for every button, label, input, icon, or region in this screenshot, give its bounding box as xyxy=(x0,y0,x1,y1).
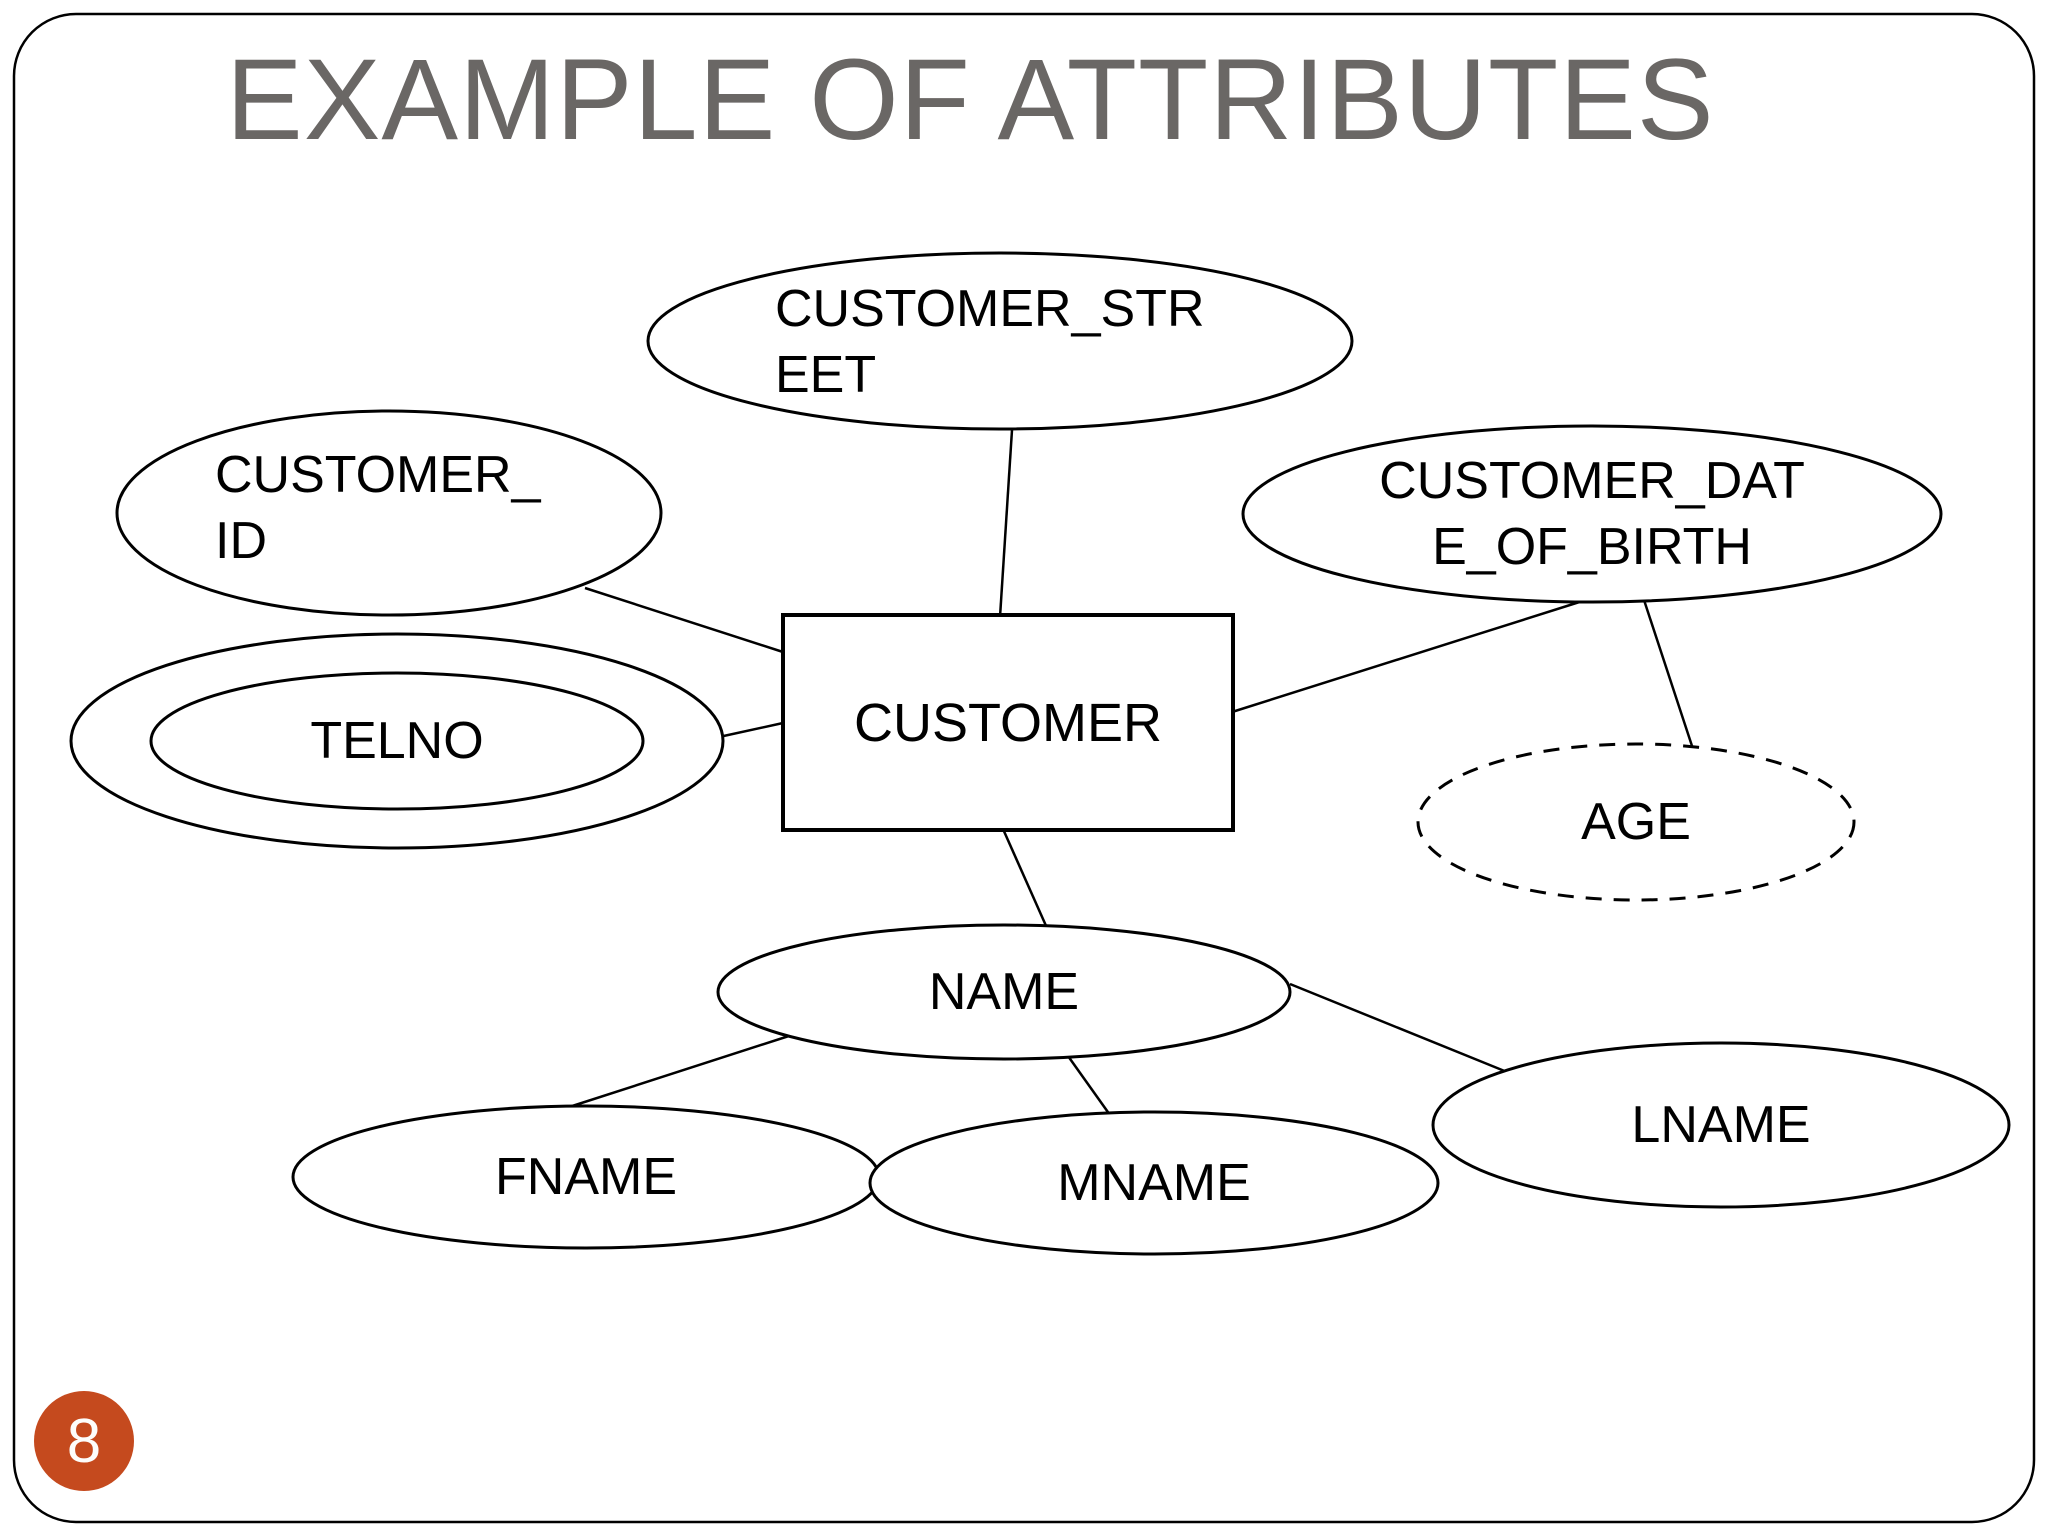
ellipse-lname xyxy=(1431,1041,2011,1209)
edge-telno-to-customer xyxy=(718,721,784,739)
ellipse-name xyxy=(716,923,1292,1061)
attribute-age-label: AGE xyxy=(1581,793,1691,851)
ellipse-mname xyxy=(868,1110,1440,1256)
page-number-badge: 8 xyxy=(34,1391,134,1491)
ellipse-age-derived xyxy=(1416,742,1856,902)
attribute-customer-id-label: CUSTOMER_ ID xyxy=(215,446,541,570)
ellipse-customer-street xyxy=(646,251,1354,431)
attribute-telno-label: TELNO xyxy=(310,712,484,770)
ellipse-telno-inner xyxy=(149,671,645,811)
edge-customer-to-name xyxy=(1001,828,1049,929)
attribute-customer-street-label: CUSTOMER_STR EET xyxy=(775,280,1205,404)
page-number: 8 xyxy=(66,1406,102,1476)
slide-title: EXAMPLE OF ATTRIBUTES xyxy=(226,36,1715,164)
ellipse-customer-date-of-birth xyxy=(1241,424,1943,604)
edge-name-to-fname xyxy=(565,1033,793,1110)
attribute-lname-label: LNAME xyxy=(1631,1096,1811,1154)
edge-customer-id-to-customer xyxy=(584,586,784,654)
attribute-fname-label: FNAME xyxy=(495,1148,677,1206)
edge-date-of-birth-to-age xyxy=(1642,599,1695,750)
edge-name-to-lname xyxy=(1289,982,1508,1074)
attribute-mname-label: MNAME xyxy=(1057,1154,1251,1212)
attribute-name-label: NAME xyxy=(928,963,1080,1021)
edge-name-to-mname xyxy=(1066,1055,1112,1116)
edge-customer-to-date-of-birth xyxy=(1231,597,1590,714)
slide-border xyxy=(12,12,2036,1524)
entity-customer-box xyxy=(781,613,1235,832)
attribute-customer-date-of-birth-label: CUSTOMER_DAT E_OF_BIRTH xyxy=(1379,452,1805,576)
ellipse-customer-id xyxy=(115,409,663,617)
entity-customer-label: CUSTOMER xyxy=(853,692,1163,753)
edge-customer-street-to-customer xyxy=(998,429,1014,618)
